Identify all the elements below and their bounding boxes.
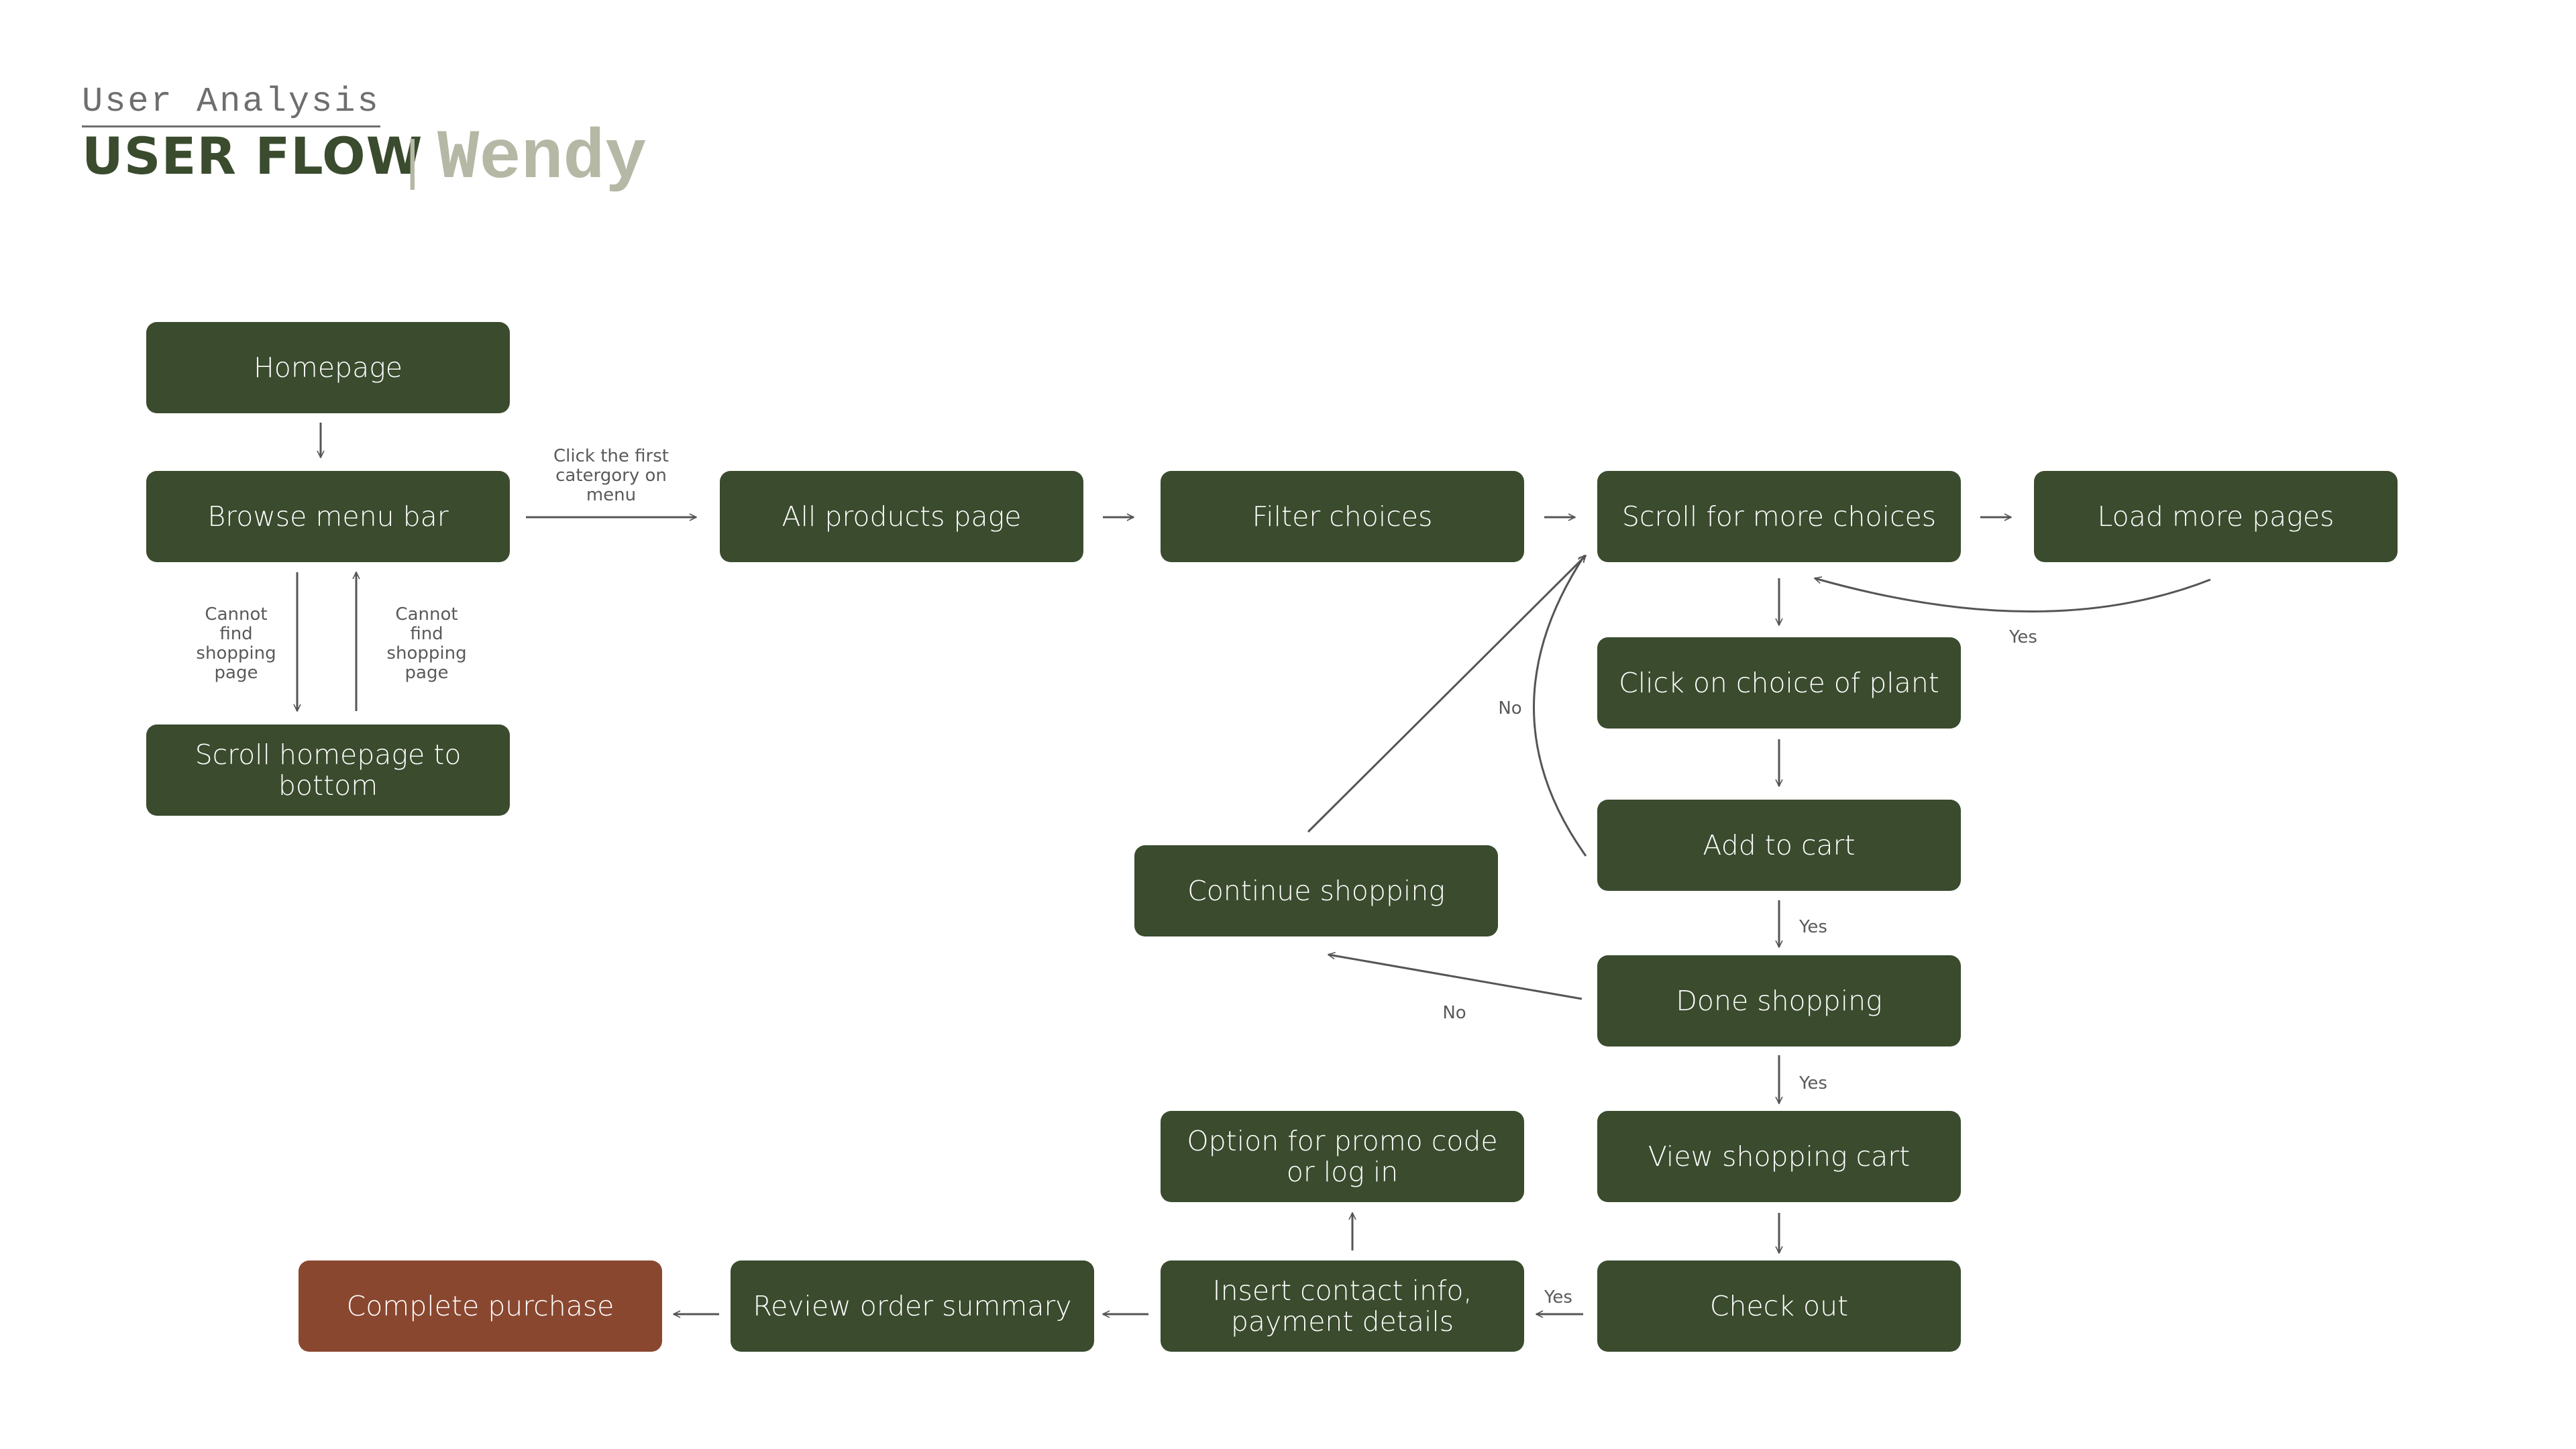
node-view-cart: View shopping cart (1597, 1111, 1961, 1202)
node-continue-shopping: Continue shopping (1134, 845, 1498, 936)
node-promo-code: Option for promo code or log in (1161, 1111, 1524, 1202)
label-first-category-line-3: menu (586, 485, 636, 505)
label-yes-check-out: Yes (1544, 1287, 1572, 1307)
label-cannot-find-left-2: find (219, 624, 252, 644)
node-review-order: Review order summary (731, 1260, 1094, 1352)
node-click-plant: Click on choice of plant (1597, 637, 1961, 729)
label-cannot-find-left-4: page (215, 663, 258, 683)
node-check-out: Check out (1597, 1260, 1961, 1352)
label-yes-view-cart: Yes (1799, 1073, 1827, 1093)
label-yes-done: Yes (1799, 917, 1827, 937)
node-filter-choices: Filter choices (1161, 471, 1524, 562)
node-browse-menu-bar: Browse menu bar (146, 471, 510, 562)
label-cannot-find-left-1: Cannot (205, 604, 267, 625)
node-load-more: Load more pages (2034, 471, 2398, 562)
label-first-category-line-2: catergory on (555, 466, 667, 486)
page-title: USER FLOW (82, 126, 423, 186)
node-scroll-more: Scroll for more choices (1597, 471, 1961, 562)
node-add-to-cart: Add to cart (1597, 800, 1961, 891)
node-insert-info: Insert contact info, payment details (1161, 1260, 1524, 1352)
node-all-products: All products page (720, 471, 1083, 562)
section-subtitle: User Analysis (82, 82, 380, 127)
label-first-category-line-1: Click the first (553, 446, 669, 466)
edge-done-to-continue (1328, 955, 1582, 1000)
edge-add-cart-to-scroll-more (1533, 555, 1587, 857)
label-cannot-find-left-3: shopping (196, 643, 276, 663)
author-name: Wendy (437, 119, 647, 199)
label-no-add-cart: No (1498, 698, 1521, 718)
node-complete-purchase: Complete purchase (299, 1260, 662, 1352)
title-separator: | (404, 130, 421, 190)
edge-load-more-to-scroll-more (1815, 578, 2211, 612)
label-cannot-find-right-1: Cannot (395, 604, 458, 625)
label-cannot-find-right-4: page (405, 663, 449, 683)
label-yes-load-more: Yes (2008, 627, 2037, 647)
node-done-shopping: Done shopping (1597, 955, 1961, 1046)
label-no-continue: No (1442, 1003, 1466, 1023)
node-homepage: Homepage (146, 322, 510, 413)
edge-continue-to-scroll-more (1307, 555, 1586, 833)
node-scroll-homepage: Scroll homepage to bottom (146, 724, 510, 816)
label-cannot-find-right-3: shopping (386, 643, 466, 663)
label-cannot-find-right-2: find (410, 624, 443, 644)
